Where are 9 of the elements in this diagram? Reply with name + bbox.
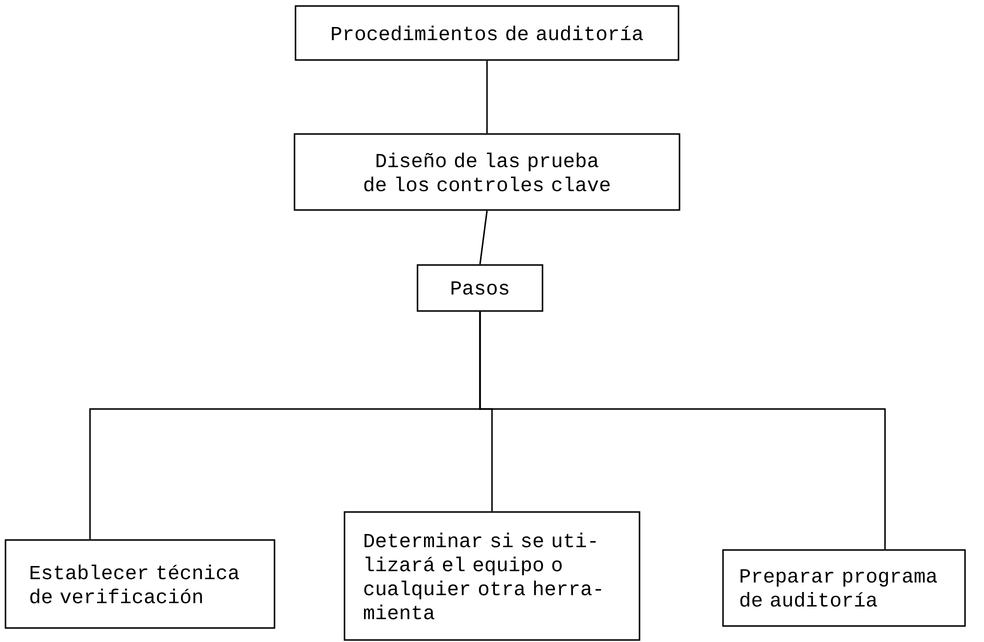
process-box: Determinar si se uti- lizará el equipo o cualquier otra herra- mienta [344, 511, 640, 641]
process-box: Pasos [416, 264, 544, 312]
connector-line [479, 312, 886, 550]
connector-line [486, 60, 488, 134]
process-box: Diseño de las prueba de los controles clave [294, 133, 680, 211]
process-box: Preparar programa de auditoría [722, 549, 966, 627]
process-box: Establecer técnica de verificación [4, 539, 276, 629]
process-box: Procedimientos de auditoría [294, 5, 680, 61]
connector-line [479, 210, 488, 264]
